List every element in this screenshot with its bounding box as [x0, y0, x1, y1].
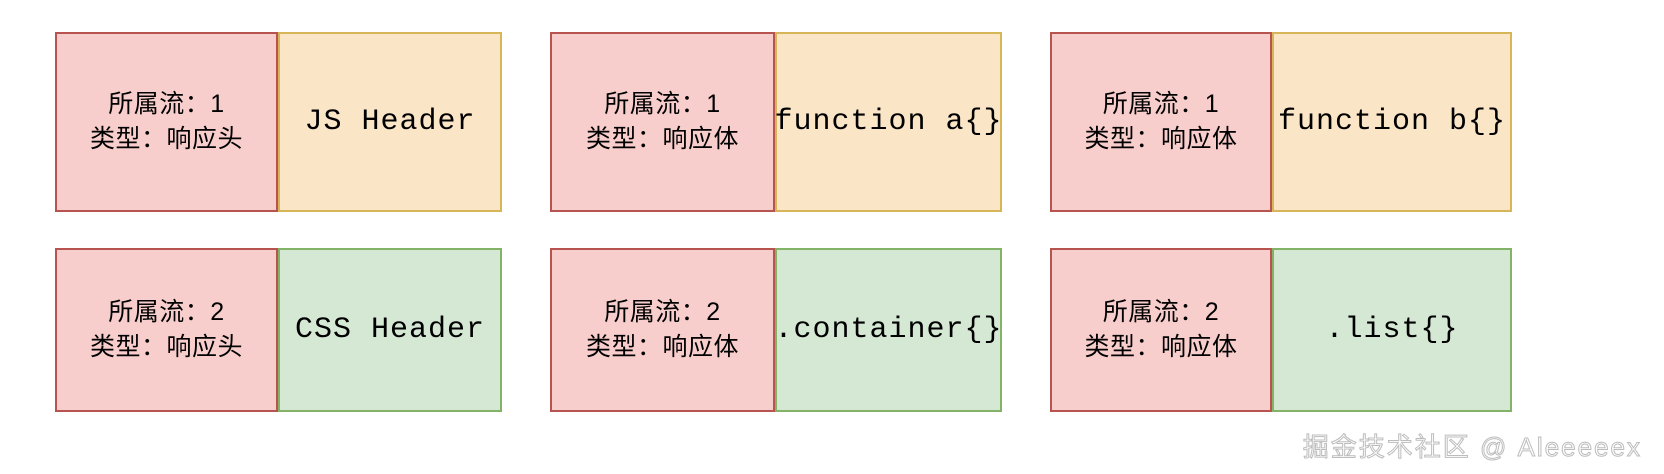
frame-meta-type: 类型：响应体 [585, 125, 739, 153]
watermark-text: 掘金技术社区 @ Aleeeeex [1302, 432, 1642, 463]
frame-group: 所属流：2 类型：响应头 CSS Header [55, 248, 502, 412]
frame-meta-cell: 所属流：1 类型：响应体 [1050, 32, 1272, 212]
frame-meta-stream: 所属流：1 [108, 89, 225, 118]
frame-group: 所属流：1 类型：响应体 function b{} [1050, 32, 1512, 212]
frame-meta-cell: 所属流：2 类型：响应体 [1050, 248, 1272, 412]
frame-payload-cell: function a{} [774, 32, 1002, 212]
frame-meta-type: 类型：响应体 [1084, 125, 1238, 153]
frame-meta-cell: 所属流：1 类型：响应体 [550, 32, 775, 212]
frame-group: 所属流：2 类型：响应体 .container{} [550, 248, 1002, 412]
frame-meta-cell: 所属流：2 类型：响应体 [550, 248, 775, 412]
frame-payload-cell: JS Header [278, 32, 502, 212]
frame-meta-type: 类型：响应头 [89, 125, 243, 153]
frame-meta-cell: 所属流：1 类型：响应头 [55, 32, 278, 212]
frame-group: 所属流：1 类型：响应体 function a{} [550, 32, 1002, 212]
frame-meta-type: 类型：响应头 [89, 333, 243, 361]
frame-payload-cell: .list{} [1272, 248, 1512, 412]
frame-payload-cell: function b{} [1272, 32, 1512, 212]
frame-meta-cell: 所属流：2 类型：响应头 [55, 248, 278, 412]
frame-meta-stream: 所属流：2 [108, 297, 225, 326]
frame-row-stream-1: 所属流：1 类型：响应头 JS Header 所属流：1 类型：响应体 func… [0, 32, 1664, 212]
frame-meta-type: 类型：响应体 [585, 333, 739, 361]
frame-payload-cell: .container{} [774, 248, 1002, 412]
frame-meta-stream: 所属流：1 [1102, 89, 1220, 118]
frame-meta-stream: 所属流：1 [604, 89, 721, 118]
frame-meta-stream: 所属流：2 [604, 297, 721, 326]
frame-payload-cell: CSS Header [278, 248, 502, 412]
frame-meta-stream: 所属流：2 [1102, 297, 1220, 326]
frame-group: 所属流：1 类型：响应头 JS Header [55, 32, 502, 212]
frame-group: 所属流：2 类型：响应体 .list{} [1050, 248, 1512, 412]
frame-row-stream-2: 所属流：2 类型：响应头 CSS Header 所属流：2 类型：响应体 .co… [0, 248, 1664, 412]
frame-meta-type: 类型：响应体 [1084, 333, 1238, 361]
